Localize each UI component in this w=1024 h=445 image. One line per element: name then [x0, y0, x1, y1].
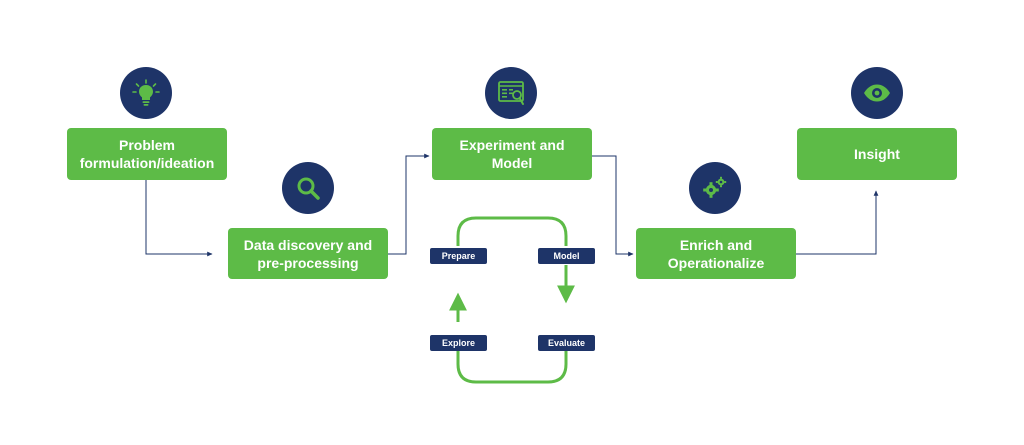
eye-icon [851, 67, 903, 119]
cycle-loop-top [456, 216, 568, 246]
cycle-tag-prepare: Prepare [430, 248, 487, 264]
step-label: Enrich and Operationalize [667, 236, 765, 271]
step-insight: Insight [797, 128, 957, 180]
cycle-tag-model: Model [538, 248, 595, 264]
step-label: Problem formulation/ideation [79, 137, 215, 171]
step-experiment-model: Experiment and Model [432, 128, 592, 180]
lightbulb-icon [120, 67, 172, 119]
model-dashboard-icon [485, 67, 537, 119]
cycle-tag-evaluate: Evaluate [538, 335, 595, 351]
step-label: Experiment and Model [459, 137, 565, 171]
connector-2-3 [388, 153, 430, 255]
search-icon [282, 162, 334, 214]
step-label: Insight [854, 146, 900, 162]
connector-4-5 [796, 190, 879, 255]
cycle-tag-explore: Explore [430, 335, 487, 351]
step-label: Data discovery and pre-processing [243, 236, 373, 271]
connector-1-2 [145, 180, 213, 257]
connector-3-4 [592, 155, 634, 257]
step-enrich-operationalize: Enrich and Operationalize [636, 228, 796, 279]
step-problem-formulation: Problem formulation/ideation [67, 128, 227, 180]
cycle-loop-bottom [456, 350, 568, 384]
step-data-discovery: Data discovery and pre-processing [228, 228, 388, 279]
gears-icon [689, 162, 741, 214]
